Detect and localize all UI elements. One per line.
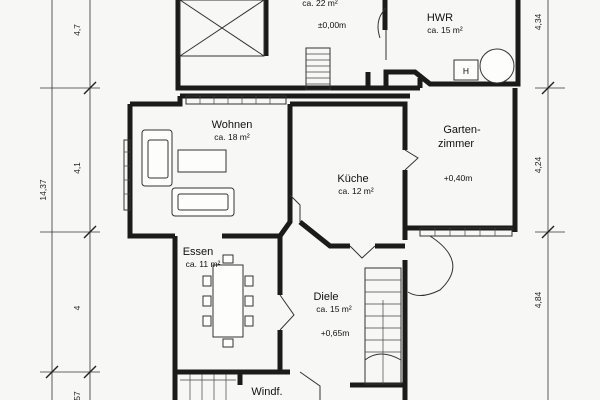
kitchen-door [349,245,376,259]
window-hatch [123,95,513,237]
wohnen-area: ca. 18 m² [214,132,250,142]
dim-left-bottom: 57 [72,391,82,400]
appliance-label: H [463,66,469,76]
dim-left-lower: 4 [72,305,82,310]
living-furniture [141,129,235,217]
dimension-lines [40,0,565,400]
kueche-area: ca. 12 m² [338,186,374,196]
entrance-door [299,371,321,400]
dim-left-top: 4,7 [72,24,82,36]
diele-name: Diele [313,291,338,303]
diele-level: +0,65m [321,328,350,338]
windfang-name: Windf. [251,386,282,398]
diele-area: ca. 15 m² [316,304,352,314]
skylight [179,0,265,57]
top-room-level: ±0,00m [318,20,346,30]
dim-right-middle: 4,24 [533,156,543,173]
essen-door [279,294,295,331]
dining-set [202,254,254,348]
top-stair [305,47,331,91]
hwr-area: ca. 15 m² [427,25,463,35]
gartenzimmer-name-line2: zimmer [438,138,474,150]
hwr-appliances: H [453,48,515,84]
kitchen-side-door [289,194,301,222]
essen-name: Essen [183,246,214,258]
main-stair [364,267,402,385]
dimension-labels: 4,7 4,1 4 57 14,37 4,34 4,24 4,84 [38,13,543,400]
garden-door [404,149,419,171]
gartenzimmer-level: +0,40m [444,173,473,183]
wohnen-name: Wohnen [212,119,253,131]
essen-area: ca. 11 m² [186,259,221,269]
top-room-area: ca. 22 m² [302,0,338,8]
hwr-name: HWR [427,12,453,24]
kueche-name: Küche [337,173,368,185]
dim-right-top: 4,34 [533,13,543,30]
dim-left-middle: 4,1 [72,162,82,174]
bottom-stair [180,374,236,400]
dim-total: 14,37 [38,179,48,201]
garden-bay [407,235,454,296]
room-labels: ca. 22 m² ±0,00m HWR ca. 15 m² Wohnen ca… [183,0,481,398]
top-door-swing [377,7,387,39]
dim-right-bottom: 4,84 [533,291,543,308]
gartenzimmer-name-line1: Garten- [443,124,481,136]
